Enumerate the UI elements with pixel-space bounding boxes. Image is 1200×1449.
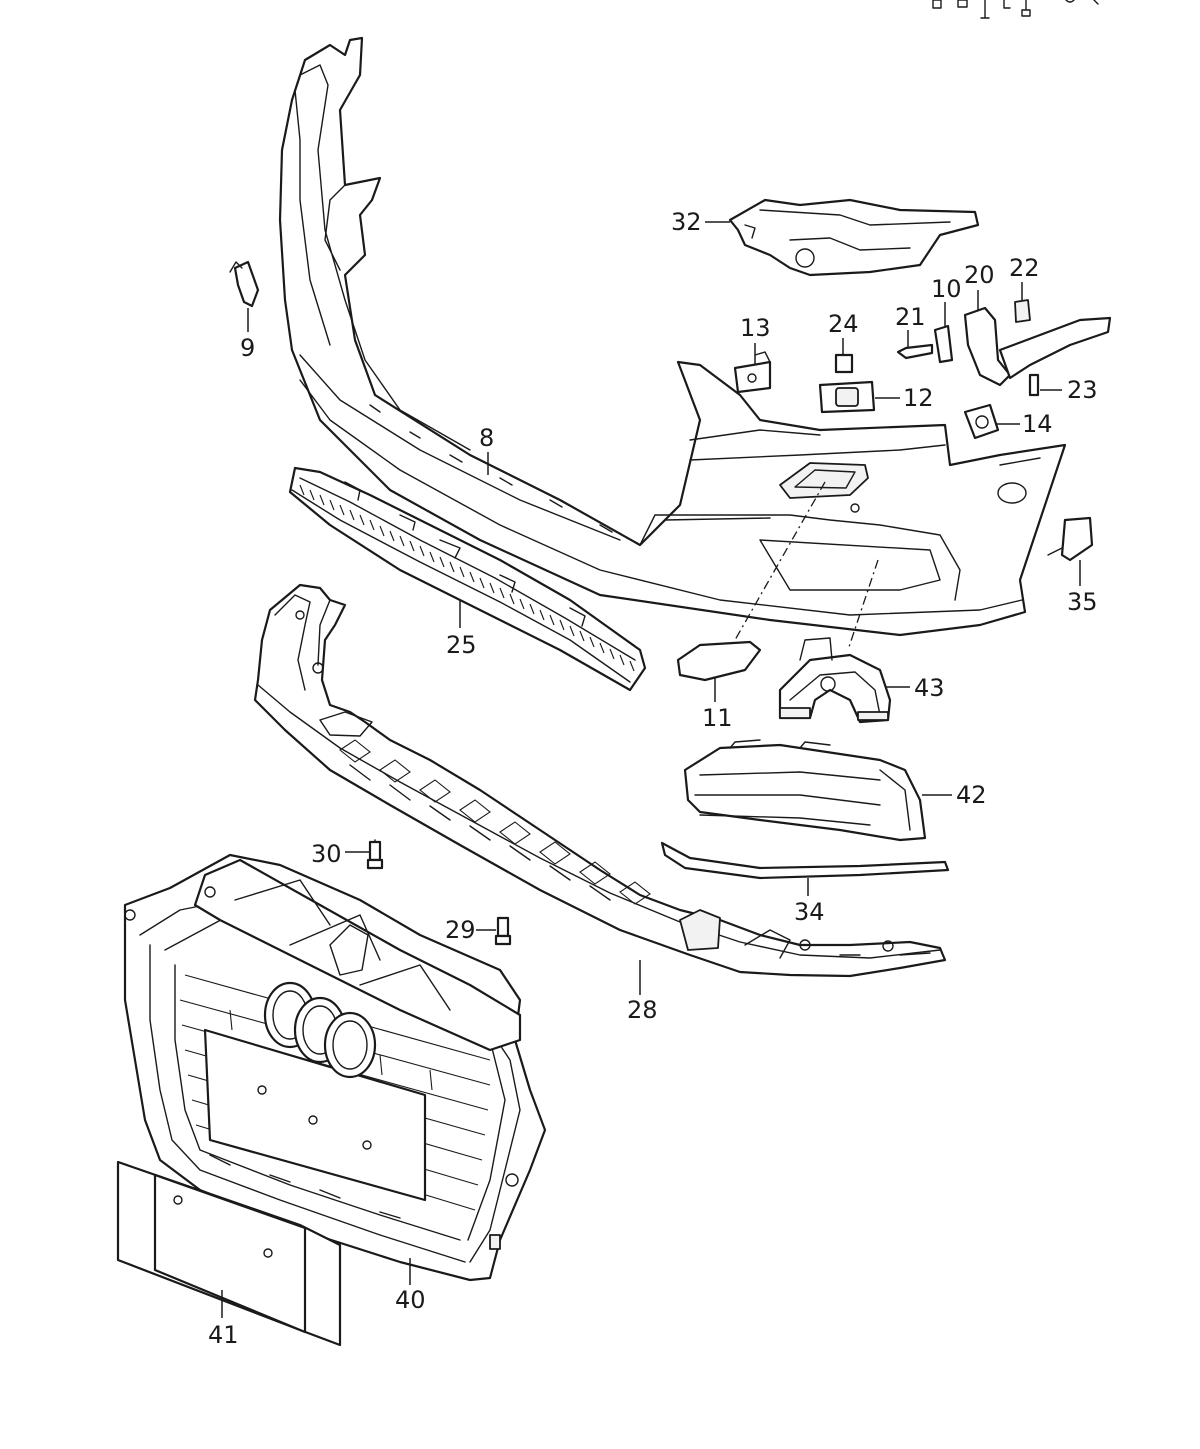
small-hardware-top (932, 0, 1099, 19)
callout-8: 8 (479, 424, 494, 452)
callout-11: 11 (702, 704, 733, 732)
callout-42: 42 (956, 781, 987, 809)
callout-labels: 8 9 10 11 12 13 14 20 21 22 23 24 25 28 … (208, 208, 1098, 1349)
clip-part-14 (963, 403, 1000, 440)
callout-12: 12 (903, 384, 934, 412)
energy-absorber (288, 466, 647, 692)
bracket-part-35 (1047, 516, 1094, 562)
nut-part-24 (834, 353, 854, 374)
callout-22: 22 (1009, 254, 1040, 282)
lower-grille-insert (683, 739, 927, 842)
rings-emblem (263, 981, 377, 1079)
bumper-carrier (253, 583, 947, 978)
callout-29: 29 (445, 916, 476, 944)
callout-21: 21 (895, 303, 926, 331)
leader-lines (221, 221, 1081, 1318)
callout-9: 9 (240, 334, 255, 362)
side-bracket (963, 299, 1112, 397)
callout-13: 13 (740, 314, 771, 342)
callout-28: 28 (627, 996, 658, 1024)
callout-32: 32 (671, 208, 702, 236)
callout-20: 20 (964, 261, 995, 289)
callout-24: 24 (828, 310, 859, 338)
callout-43: 43 (914, 674, 945, 702)
callout-14: 14 (1022, 410, 1053, 438)
clip-part-9 (229, 260, 260, 308)
washer-jet-cover (676, 640, 762, 682)
callout-23: 23 (1067, 376, 1098, 404)
callout-35: 35 (1067, 588, 1098, 616)
clip-part-10 (933, 324, 954, 364)
clip-part-13 (733, 351, 772, 394)
callout-10: 10 (931, 275, 962, 303)
callout-30: 30 (311, 840, 342, 868)
bolt-part-21 (896, 343, 934, 360)
callout-34: 34 (794, 898, 825, 926)
trim-strip (660, 841, 950, 880)
dash-lines (734, 481, 879, 651)
callout-25: 25 (446, 631, 477, 659)
screw-29 (494, 916, 512, 946)
sensor-holder (818, 380, 876, 414)
air-duct (778, 637, 892, 724)
callout-41: 41 (208, 1321, 239, 1349)
screw-30 (366, 839, 384, 870)
callout-40: 40 (395, 1286, 426, 1314)
upper-bracket (728, 198, 980, 277)
bumper-cover (278, 36, 1067, 637)
licence-plate-holder (116, 1160, 342, 1347)
